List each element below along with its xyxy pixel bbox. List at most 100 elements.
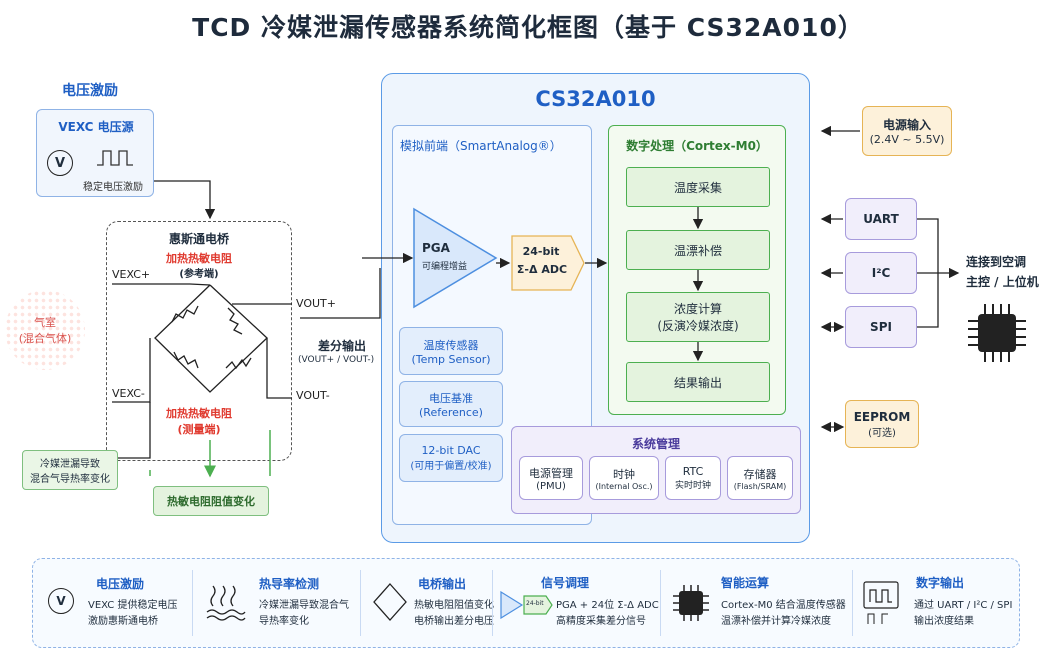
eeprom-label: EEPROM <box>853 409 911 424</box>
pga-adc-icon <box>500 590 553 620</box>
clock-label: 时钟 <box>613 467 635 481</box>
host-sub: 主控 / 上位机 <box>966 275 1039 289</box>
digital-output-icon <box>863 581 899 624</box>
dac-label: 12-bit DAC <box>421 444 481 457</box>
temp-sensor-sub: (Temp Sensor) <box>411 352 491 366</box>
legend-5-title: 智能运算 <box>721 576 770 590</box>
legend-2-title: 热导率检测 <box>259 577 320 591</box>
leak-note-box: 冷媒泄漏导致 混合气导热率变化 <box>22 450 118 490</box>
step-temperature-acquisition: 温度采集 <box>626 167 770 207</box>
legend-2-line1: 冷媒泄漏导致混合气 <box>259 600 349 611</box>
ref-thermistor-label: 加热热敏电阻 <box>166 252 232 265</box>
step-concentration-calc: 浓度计算 (反演冷媒浓度) <box>626 292 770 342</box>
vout-minus-label: VOUT- <box>296 389 330 402</box>
chip-icon <box>673 585 709 621</box>
bridge-icon <box>373 583 407 621</box>
excitation-section-label: 电压激励 <box>62 83 118 99</box>
legend-divider <box>852 570 853 636</box>
leak-note-line2: 混合气导热率变化 <box>30 474 110 485</box>
power-input-label: 电源输入 <box>882 118 931 132</box>
page-title: TCD 冷媒泄漏传感器系统简化框图（基于 CS32A010） <box>192 13 864 42</box>
legend-3-title: 电桥输出 <box>418 577 467 591</box>
adc-label: 24-bit <box>522 245 560 258</box>
clock-sub: (Internal Osc.) <box>595 481 653 491</box>
resistance-change-box: 热敏电阻阻值变化 <box>153 486 269 516</box>
chip-name: CS32A010 <box>535 87 656 111</box>
diff-output-label: 差分输出 <box>318 339 367 353</box>
gas-chamber: 气室 (混合气体) <box>5 290 85 370</box>
pmu-sub: (PMU) <box>536 480 566 492</box>
pmu-label: 电源管理 <box>529 466 573 480</box>
pga-label: PGA <box>422 241 450 255</box>
voltage-reference-sub: (Reference) <box>419 405 483 419</box>
spi-label: SPI <box>870 320 892 334</box>
power-input-box: 电源输入 (2.4V ~ 5.5V) <box>862 106 952 156</box>
adc-block <box>511 235 585 291</box>
temp-sensor-block: 温度传感器 (Temp Sensor) <box>399 327 503 375</box>
step-2-label: 温漂补偿 <box>673 243 722 258</box>
legend-5-line2: 温漂补偿并计算冷媒浓度 <box>721 616 831 627</box>
afe-title: 模拟前端（SmartAnalog®） <box>400 139 562 153</box>
pga-sub: 可编程增益 <box>422 262 468 272</box>
voltage-reference-label: 电压基准 <box>429 391 473 405</box>
vexc-source-title: VEXC 电压源 <box>58 120 134 134</box>
host-chip-icon <box>968 304 1026 362</box>
meas-thermistor-label: 加热热敏电阻 <box>166 407 232 420</box>
vexc-plus-label: VEXC+ <box>112 268 151 281</box>
host-label: 连接到空调 <box>966 255 1027 269</box>
eeprom-box: EEPROM (可选) <box>845 400 919 448</box>
legend-2-line2: 导热率变化 <box>259 616 309 627</box>
adc-sub: Σ-Δ ADC <box>516 263 568 276</box>
heat-waves-icon <box>206 585 246 621</box>
legend-divider <box>660 570 661 636</box>
legend-3-line2: 电桥输出差分电压 <box>414 616 494 627</box>
rtc-label: RTC <box>682 465 704 478</box>
legend-5-line1: Cortex-M0 结合温度传感器 <box>721 600 846 611</box>
vexc-caption: 稳定电压激励 <box>83 182 143 193</box>
voltmeter-symbol: V <box>54 155 66 171</box>
gas-chamber-label: 气室 <box>34 316 56 329</box>
legend-divider <box>492 570 493 636</box>
ref-thermistor-sub: (参考端) <box>179 269 219 280</box>
i2c-label: I²C <box>871 266 891 280</box>
legend-3-line1: 热敏电阻阻值变化 <box>414 600 494 611</box>
eeprom-sub: (可选) <box>868 427 896 439</box>
vout-plus-label: VOUT+ <box>296 297 336 310</box>
legend-1-title: 电压激励 <box>96 577 145 591</box>
legend-divider <box>360 570 361 636</box>
temp-sensor-label: 温度传感器 <box>423 338 479 352</box>
dac-block: 12-bit DAC (可用于偏置/校准) <box>399 434 503 482</box>
uart-interface-box: UART <box>845 198 917 240</box>
legend-divider <box>192 570 193 636</box>
spi-interface-box: SPI <box>845 306 917 348</box>
step-1-label: 温度采集 <box>673 180 722 195</box>
memory-label: 存储器 <box>743 467 777 481</box>
dac-sub: (可用于偏置/校准) <box>410 461 492 472</box>
uart-label: UART <box>863 212 899 226</box>
legend-6-line1: 通过 UART / I²C / SPI <box>914 600 1013 611</box>
pmu-block: 电源管理 (PMU) <box>519 456 583 500</box>
step-3-sub: (反演冷媒浓度) <box>657 319 739 333</box>
memory-sub: (Flash/SRAM) <box>733 481 787 491</box>
square-wave-icon <box>97 150 133 166</box>
clock-block: 时钟 (Internal Osc.) <box>589 456 659 500</box>
legend-6-line2: 输出浓度结果 <box>914 616 974 627</box>
step-result-output: 结果输出 <box>626 362 770 402</box>
memory-block: 存储器 (Flash/SRAM) <box>727 456 793 500</box>
digital-title: 数字处理（Cortex-M0） <box>626 139 768 153</box>
step-4-label: 结果输出 <box>673 375 722 390</box>
wheatstone-bridge-box <box>106 221 292 461</box>
legend-4-title: 信号调理 <box>541 576 590 590</box>
voltmeter-icon: V <box>47 150 73 176</box>
sysmgmt-title: 系统管理 <box>631 437 680 451</box>
diff-output-sub: (VOUT+ / VOUT-) <box>298 355 375 365</box>
gas-chamber-sub: (混合气体) <box>18 332 72 345</box>
rtc-block: RTC 实时时钟 <box>665 456 721 500</box>
legend-1-line1: VEXC 提供稳定电压 <box>88 600 178 611</box>
vexc-minus-label: VEXC- <box>112 387 145 400</box>
legend-4-line1: PGA + 24位 Σ-Δ ADC <box>556 600 659 611</box>
bridge-title: 惠斯通电桥 <box>168 232 229 246</box>
i2c-interface-box: I²C <box>845 252 917 294</box>
step-3-label: 浓度计算 <box>673 302 722 316</box>
